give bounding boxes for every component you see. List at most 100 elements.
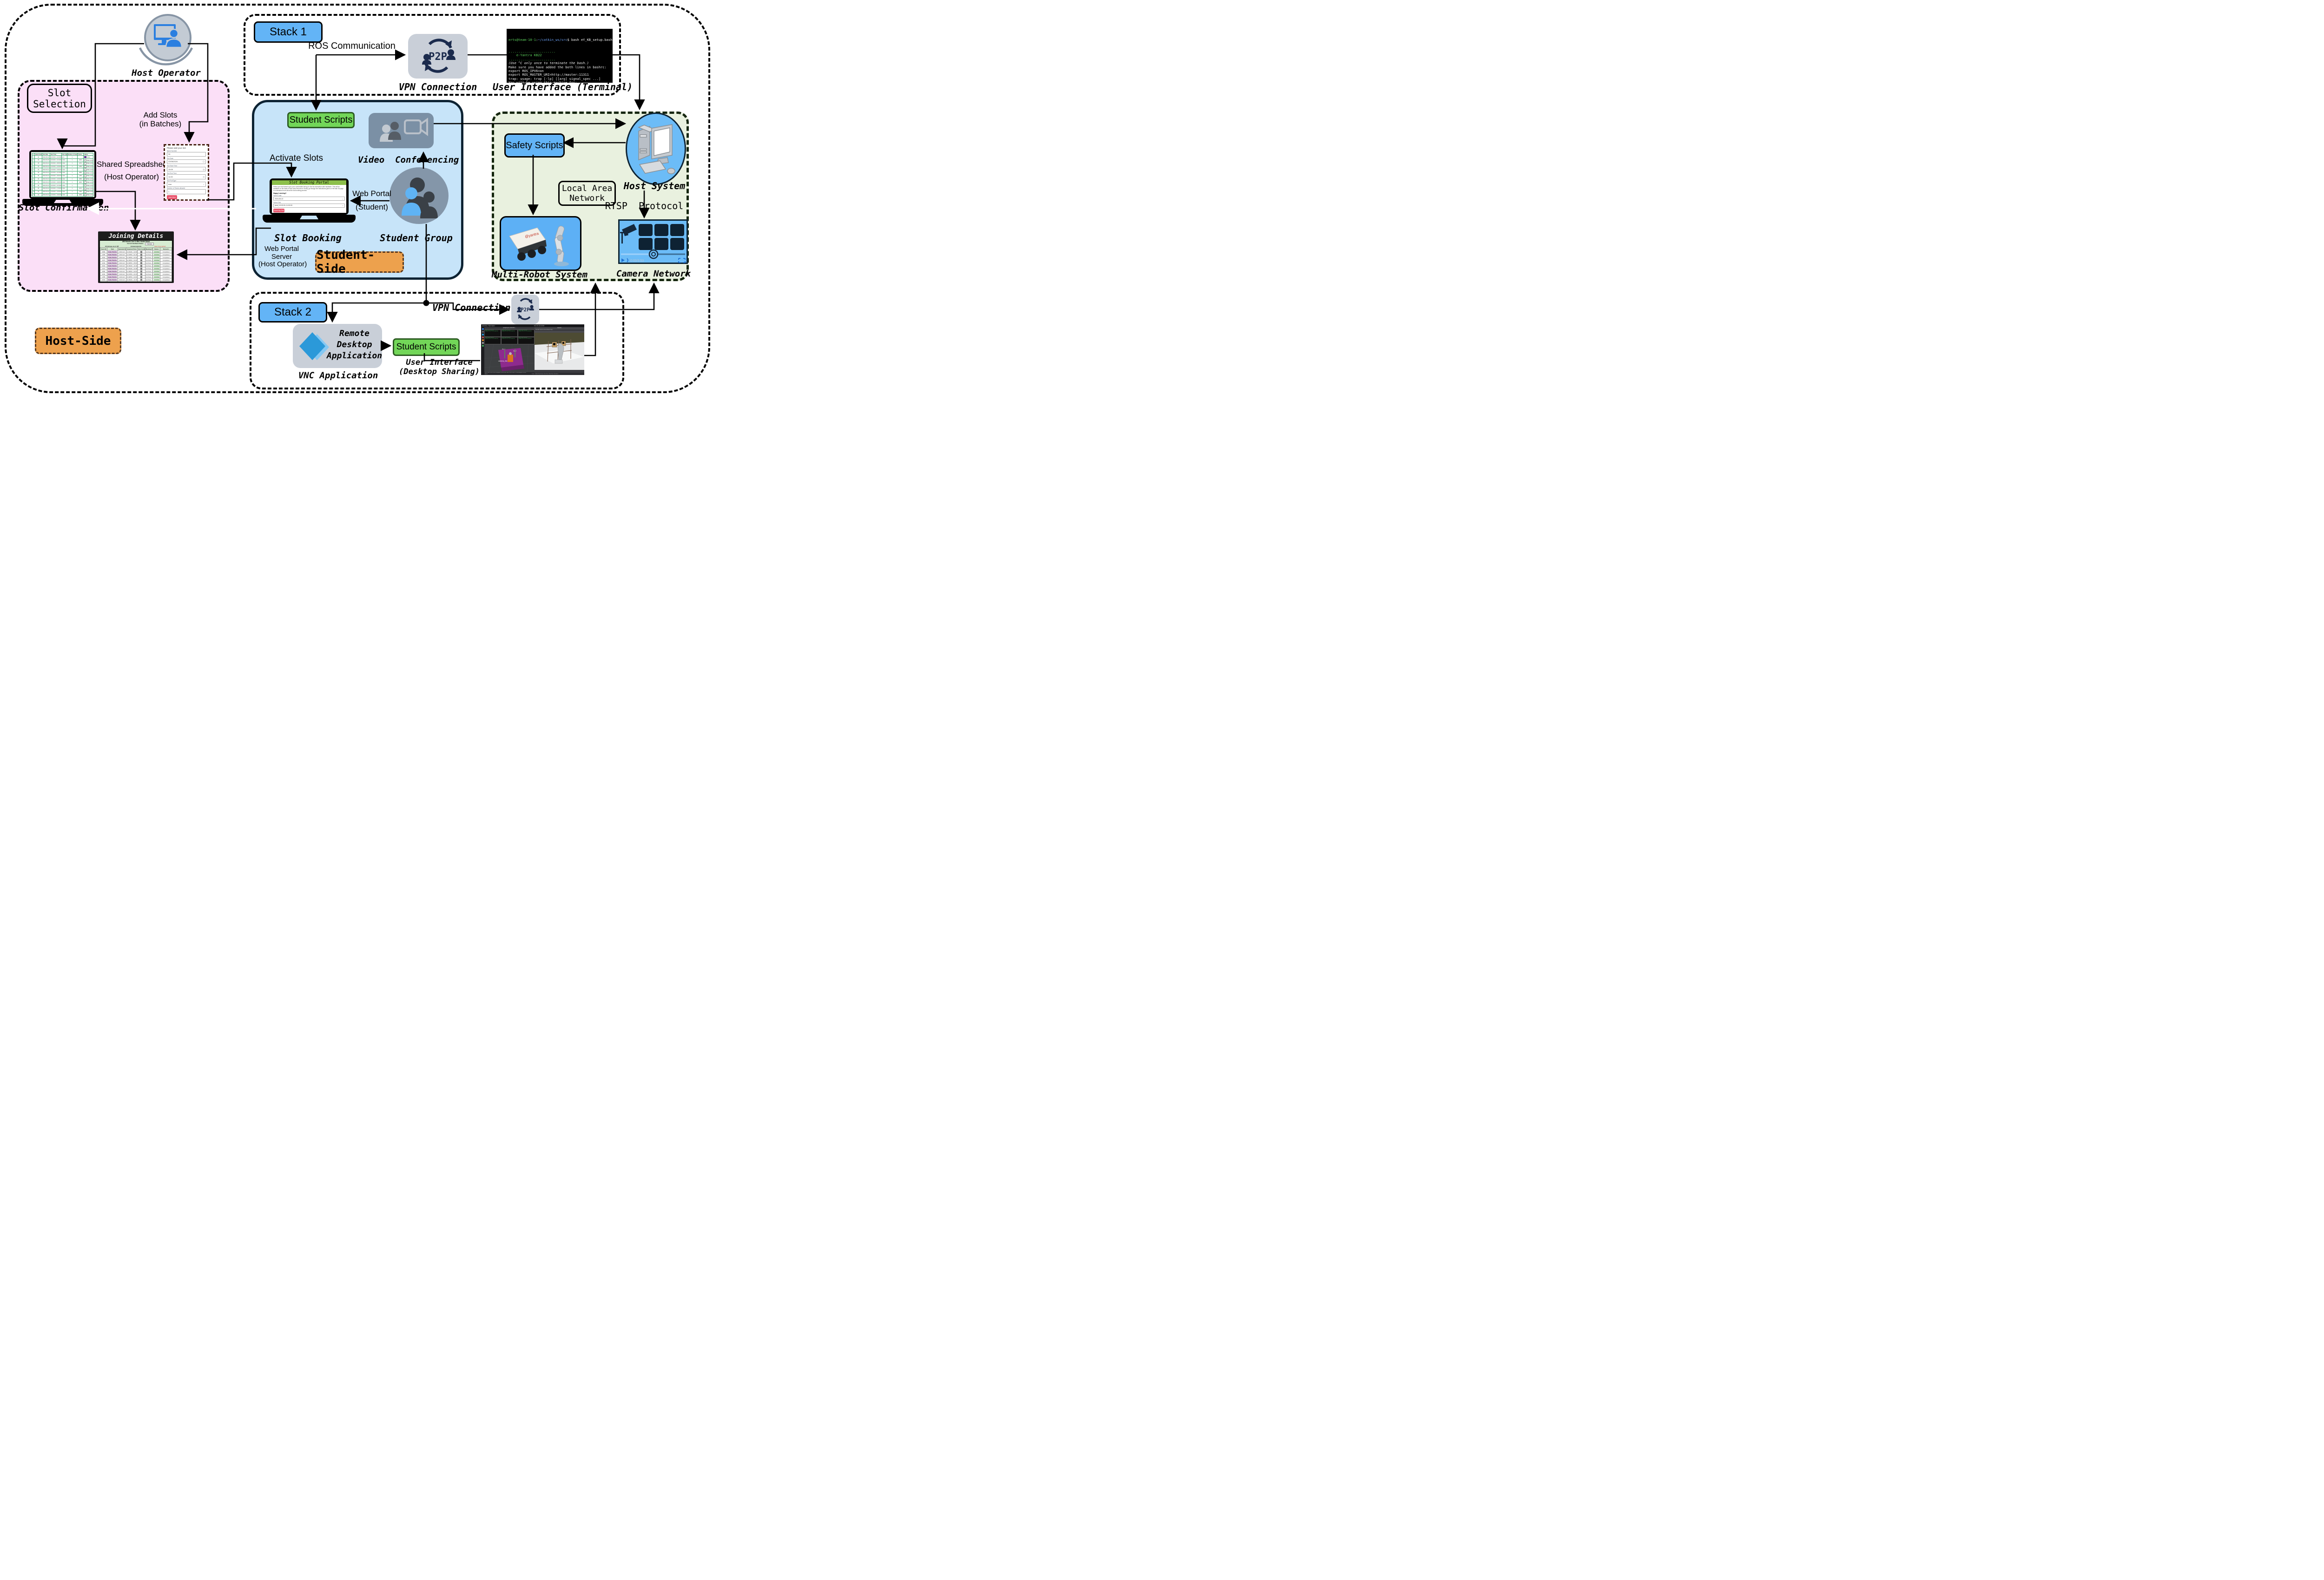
web-portal-student-label: Web Portal(Student) (352, 189, 391, 211)
joining-details-title: Joining Details (108, 233, 164, 240)
p2p-icon-stack1: P2P (422, 39, 456, 73)
portal-body: Select your slot based upon your comfort… (273, 185, 343, 192)
desktop-dock (481, 327, 484, 375)
hardware-status-dropdown[interactable]: Normal (145, 243, 154, 245)
student-scripts-button-stack2: Student Scripts (393, 338, 460, 356)
field-icon: ◷ (203, 168, 205, 171)
host-system-label: Host System (623, 180, 686, 191)
safety-scripts-box: Safety Scripts (504, 133, 565, 158)
status-checkbox[interactable] (84, 159, 86, 162)
row-status-dropdown[interactable]: on-time (153, 262, 160, 264)
terminal-line: (Use ^C only once to terminate the bash.… (508, 61, 589, 66)
rviz-viewport: obj_1 obj_3 camera_link (484, 344, 535, 372)
form-input[interactable]: Arm⌄ (167, 182, 206, 187)
p2p-icon-stack2: P2P (517, 298, 534, 320)
row-status-dropdown[interactable]: on-time (153, 276, 160, 278)
stack2-region (250, 292, 624, 389)
status-checkbox[interactable] (84, 181, 86, 184)
terminal-line: export ROS_IPV6=on (508, 69, 544, 73)
arrow-server-to-joining (176, 227, 271, 260)
status-checkbox[interactable] (84, 165, 86, 168)
arrow-junction-to-p2p2 (426, 302, 510, 315)
status-checkbox[interactable] (84, 178, 86, 180)
row-status-dropdown[interactable]: on-time (153, 250, 160, 253)
camera-network-label: Camera Network (616, 269, 691, 279)
status-checkbox[interactable] (84, 175, 86, 178)
slot-selection-line1: Slot (47, 87, 72, 99)
arrow-junction-to-vnc (327, 302, 426, 323)
form-title: Please add your slot (167, 147, 186, 149)
form-input[interactable]: 34 (167, 151, 206, 157)
student-group-label: Student Group (380, 232, 453, 244)
book-my-slot-button[interactable]: Book My Slot (273, 208, 284, 212)
terminal-screenshot: erts@team-10-1:~/catkin_ws/src$ bash eY_… (507, 29, 613, 83)
diagram-canvas: Slot Selection Add Slots(in Batches) Sha… (0, 0, 715, 395)
joining-merged-header: UR5 Robotic Arm & eBot- Mobile Robot (100, 241, 172, 243)
row-status-dropdown[interactable]: postponed (153, 281, 160, 282)
host-side-badge: Host-Side (35, 328, 121, 354)
form-input[interactable]: 22/06/2024▢ (167, 159, 206, 165)
row-status-dropdown[interactable]: on-time (153, 273, 160, 275)
row-status-dropdown[interactable]: on-time (153, 278, 160, 281)
slot-selection-line2: Selection (33, 98, 86, 110)
form-input[interactable]: 1 (167, 189, 206, 195)
portal-slot-select[interactable]: [arm] 10:00:00-11:00:00⌄ (273, 203, 345, 208)
status-checkbox[interactable] (84, 162, 86, 165)
form-input[interactable]: 11:00◷ (167, 174, 206, 179)
portal-date-select[interactable]: 2024-06-22⌄ (273, 196, 345, 201)
row-status-dropdown[interactable]: on-time (153, 256, 160, 258)
row-status-dropdown[interactable]: on-time (153, 264, 160, 267)
add-slot-button[interactable]: Add Slot (167, 195, 177, 199)
slot-confirmation-label: Slot Confirmation (19, 203, 109, 213)
host-operator-icon (154, 24, 183, 48)
status-checkbox[interactable] (84, 194, 86, 196)
row-status-dropdown[interactable]: on-time (153, 259, 160, 261)
slot-booking-laptop-notch (300, 216, 318, 219)
form-field: Slot End Time 11:00◷ (167, 172, 206, 179)
arrow-hostop-to-laptop (57, 43, 144, 150)
row-status-dropdown[interactable]: on-time (153, 270, 160, 272)
row-status-dropdown[interactable]: on-time (153, 267, 160, 270)
field-icon: ⌄ (203, 183, 205, 186)
terminal-prompt-line: erts@team-10-1:~/catkin_ws/src$ bash eY_… (508, 38, 613, 42)
status-checkbox[interactable] (84, 156, 86, 158)
form-input[interactable]: 10:00◷ (167, 166, 206, 172)
form-field: Slot Date 22/06/2024▢ (167, 158, 206, 165)
status-checkbox[interactable] (84, 171, 86, 174)
chevron-down-icon: ⌄ (342, 198, 343, 200)
activate-slots-label: Activate Slots (269, 153, 324, 163)
add-slots-label: Add Slots(in Batches) (139, 111, 182, 128)
status-checkbox[interactable] (84, 168, 86, 171)
row-status-dropdown[interactable]: on-time (153, 253, 160, 256)
student-scripts-button-stack1: Student Scripts (287, 112, 355, 128)
terminal-line: e-Yantra KB22 (508, 53, 542, 58)
vnc-application-label: VNC Application (298, 370, 378, 381)
host-operator-arc (139, 47, 193, 66)
status-checkbox[interactable] (84, 187, 86, 190)
slot-selection-title: Slot Selection (27, 84, 92, 113)
gazebo-window: Gazebo File Edit Camera View Window Help (535, 327, 584, 375)
arrow-terminal-to-host-system (609, 54, 645, 111)
arrow-p2p2-to-camera (539, 282, 660, 310)
multi-robot-box: @yantra (500, 216, 581, 271)
status-checkbox[interactable] (84, 184, 86, 187)
portal-title: Slot Booking Portal (272, 180, 346, 185)
status-checkbox[interactable] (84, 191, 86, 193)
vpn-connection-label-stack1: VPN Connection (398, 81, 477, 92)
connector-layer (57, 43, 660, 362)
slot-confirmation-laptop-notch (54, 200, 72, 203)
